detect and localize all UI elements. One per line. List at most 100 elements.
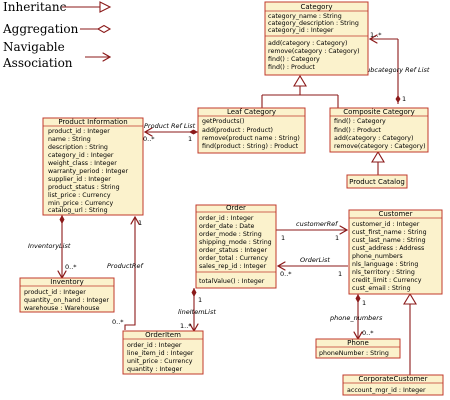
operation: add(product : Product) — [202, 127, 273, 134]
label-order-list: OrderList — [300, 256, 330, 264]
attribute: category_id : Integer — [48, 152, 114, 159]
legend-aggregation: Aggregation — [2, 22, 112, 36]
attribute: cust_first_name : String — [352, 229, 427, 236]
mult-product-ref-list-near: 1 — [188, 135, 192, 143]
attribute: quantity_on_hand : Integer — [24, 297, 109, 304]
hollow-triangle-icon — [403, 292, 417, 305]
label-product-ref: ProductRef — [107, 262, 144, 270]
class-title: Product Information — [58, 118, 127, 126]
hollow-diamond-icon — [96, 24, 112, 34]
class-box — [195, 204, 277, 289]
class-box — [342, 374, 444, 396]
class-product-catalog: Product Catalog — [346, 174, 408, 189]
attribute: customer_id : Integer — [352, 221, 420, 228]
class-order: Order order_id : Integer order_date : Da… — [195, 204, 277, 289]
legend-aggregation-label: Aggregation — [2, 22, 79, 36]
class-title: OrderItem — [145, 331, 181, 339]
label-product-ref-list: Product Ref List — [144, 122, 196, 130]
mult-subcategory-far: 1..* — [370, 31, 382, 39]
class-title: Inventory — [50, 278, 83, 286]
class-box — [19, 277, 115, 313]
attribute: product_status : String — [48, 184, 120, 191]
label-subcategory: Subcategory Ref List — [362, 66, 430, 74]
class-title: Composite Category — [343, 108, 415, 116]
attribute: category_name : String — [268, 13, 342, 20]
attribute: line_item_id : Integer — [127, 350, 194, 357]
mult-phone-numbers-far: 1 — [362, 299, 366, 307]
legend-inheritance: Inheritanc — [3, 0, 112, 14]
mult-order-list-near: 1 — [338, 270, 342, 278]
attribute: warehouse : Warehouse — [24, 305, 100, 312]
operation: find(product : String) : Product — [202, 143, 299, 150]
hollow-triangle-icon — [371, 150, 385, 163]
filled-diamond-icon — [59, 215, 65, 224]
class-title: CorporateCustomer — [359, 375, 428, 383]
edge-product-ref — [124, 217, 135, 330]
mult-customer-ref-near: 1 — [281, 234, 285, 242]
legend-navigable-label-2: Association — [2, 56, 73, 70]
edges: Subcategory Ref List 1..* 1 Product Ref … — [28, 31, 430, 375]
class-inventory: Inventory product_id : Integer quantity_… — [19, 277, 115, 313]
label-customer-ref: customerRef — [296, 220, 339, 228]
attribute: account_mgr_id : Integer — [347, 387, 426, 394]
label-phone-numbers: phone_numbers — [329, 314, 383, 322]
attribute: name : String — [48, 136, 91, 143]
attribute: supplier_id : Integer — [48, 176, 111, 183]
class-title: Order — [226, 204, 246, 212]
hollow-triangle-icon — [99, 1, 112, 13]
operation: remove(product name : String) — [202, 135, 300, 142]
class-phone: Phone phoneNumber : String — [315, 338, 401, 359]
filled-diamond-icon — [191, 288, 197, 297]
filled-diamond-icon — [395, 95, 401, 103]
operation: add(category : Category) — [334, 135, 413, 142]
label-line-item-list: lineItemList — [178, 308, 216, 316]
legend-navigable-label-1: Navigable — [3, 40, 65, 54]
mult-customer-ref-far: 1 — [335, 234, 339, 242]
attribute: phoneNumber : String — [319, 350, 389, 357]
attribute: credit_limit : Currency — [352, 277, 422, 284]
class-box — [122, 330, 204, 375]
class-composite-category: Composite Category find() : Category fin… — [329, 107, 429, 153]
filled-diamond-icon — [355, 294, 361, 303]
class-box — [42, 117, 144, 216]
mult-line-item-list-near: 1..* — [180, 322, 192, 330]
mult-subcategory-near: 1 — [402, 95, 406, 103]
attribute: phone_numbers — [352, 253, 403, 260]
operation: find() : Category — [334, 118, 386, 125]
attribute: nls_language : String — [352, 261, 418, 268]
class-title: Product Catalog — [349, 178, 405, 186]
mult-product-ref-list-far: 0..* — [143, 135, 155, 143]
attribute: weight_class : Integer — [48, 160, 117, 167]
class-customer: Customer customer_id : Integer cust_firs… — [348, 209, 443, 295]
attribute: min_price : Currency — [48, 200, 113, 207]
attribute: cust_email : String — [352, 285, 411, 292]
attribute: shipping_mode : String — [199, 239, 272, 246]
mult-product-ref-far: 1 — [138, 219, 142, 227]
filled-diamond-icon — [189, 129, 198, 135]
legend: Inheritanc Aggregation Navigable Associa… — [2, 0, 112, 70]
attribute: order_id : Integer — [127, 342, 182, 349]
hollow-triangle-icon — [293, 74, 307, 87]
attribute: cust_last_name : String — [352, 237, 426, 244]
attribute: list_price : Currency — [48, 192, 111, 199]
class-title: Category — [301, 3, 333, 11]
attribute: product_id : Integer — [48, 128, 110, 135]
class-box — [197, 107, 306, 154]
mult-line-item-list-far: 1 — [198, 296, 202, 304]
operation: add(category : Category) — [268, 40, 347, 47]
attribute: category_description : String — [268, 20, 359, 27]
attribute: category_id : Integer — [268, 27, 334, 34]
attribute: order_mode : String — [199, 231, 262, 238]
mult-order-list-far: 0..* — [280, 270, 292, 278]
operation: remove(category : Category) — [334, 143, 426, 150]
attribute: unit_price : Currency — [127, 358, 193, 365]
legend-inheritance-label: Inheritanc — [3, 0, 67, 14]
class-title: Phone — [347, 339, 369, 347]
mult-product-ref-near: 0..* — [112, 318, 124, 326]
attribute: product_id : Integer — [24, 289, 86, 296]
label-inventory-list: InventoryList — [28, 242, 71, 250]
class-product-information: Product Information product_id : Integer… — [42, 117, 144, 216]
attribute: warranty_period : Integer — [48, 168, 129, 175]
class-title: Customer — [378, 210, 412, 218]
